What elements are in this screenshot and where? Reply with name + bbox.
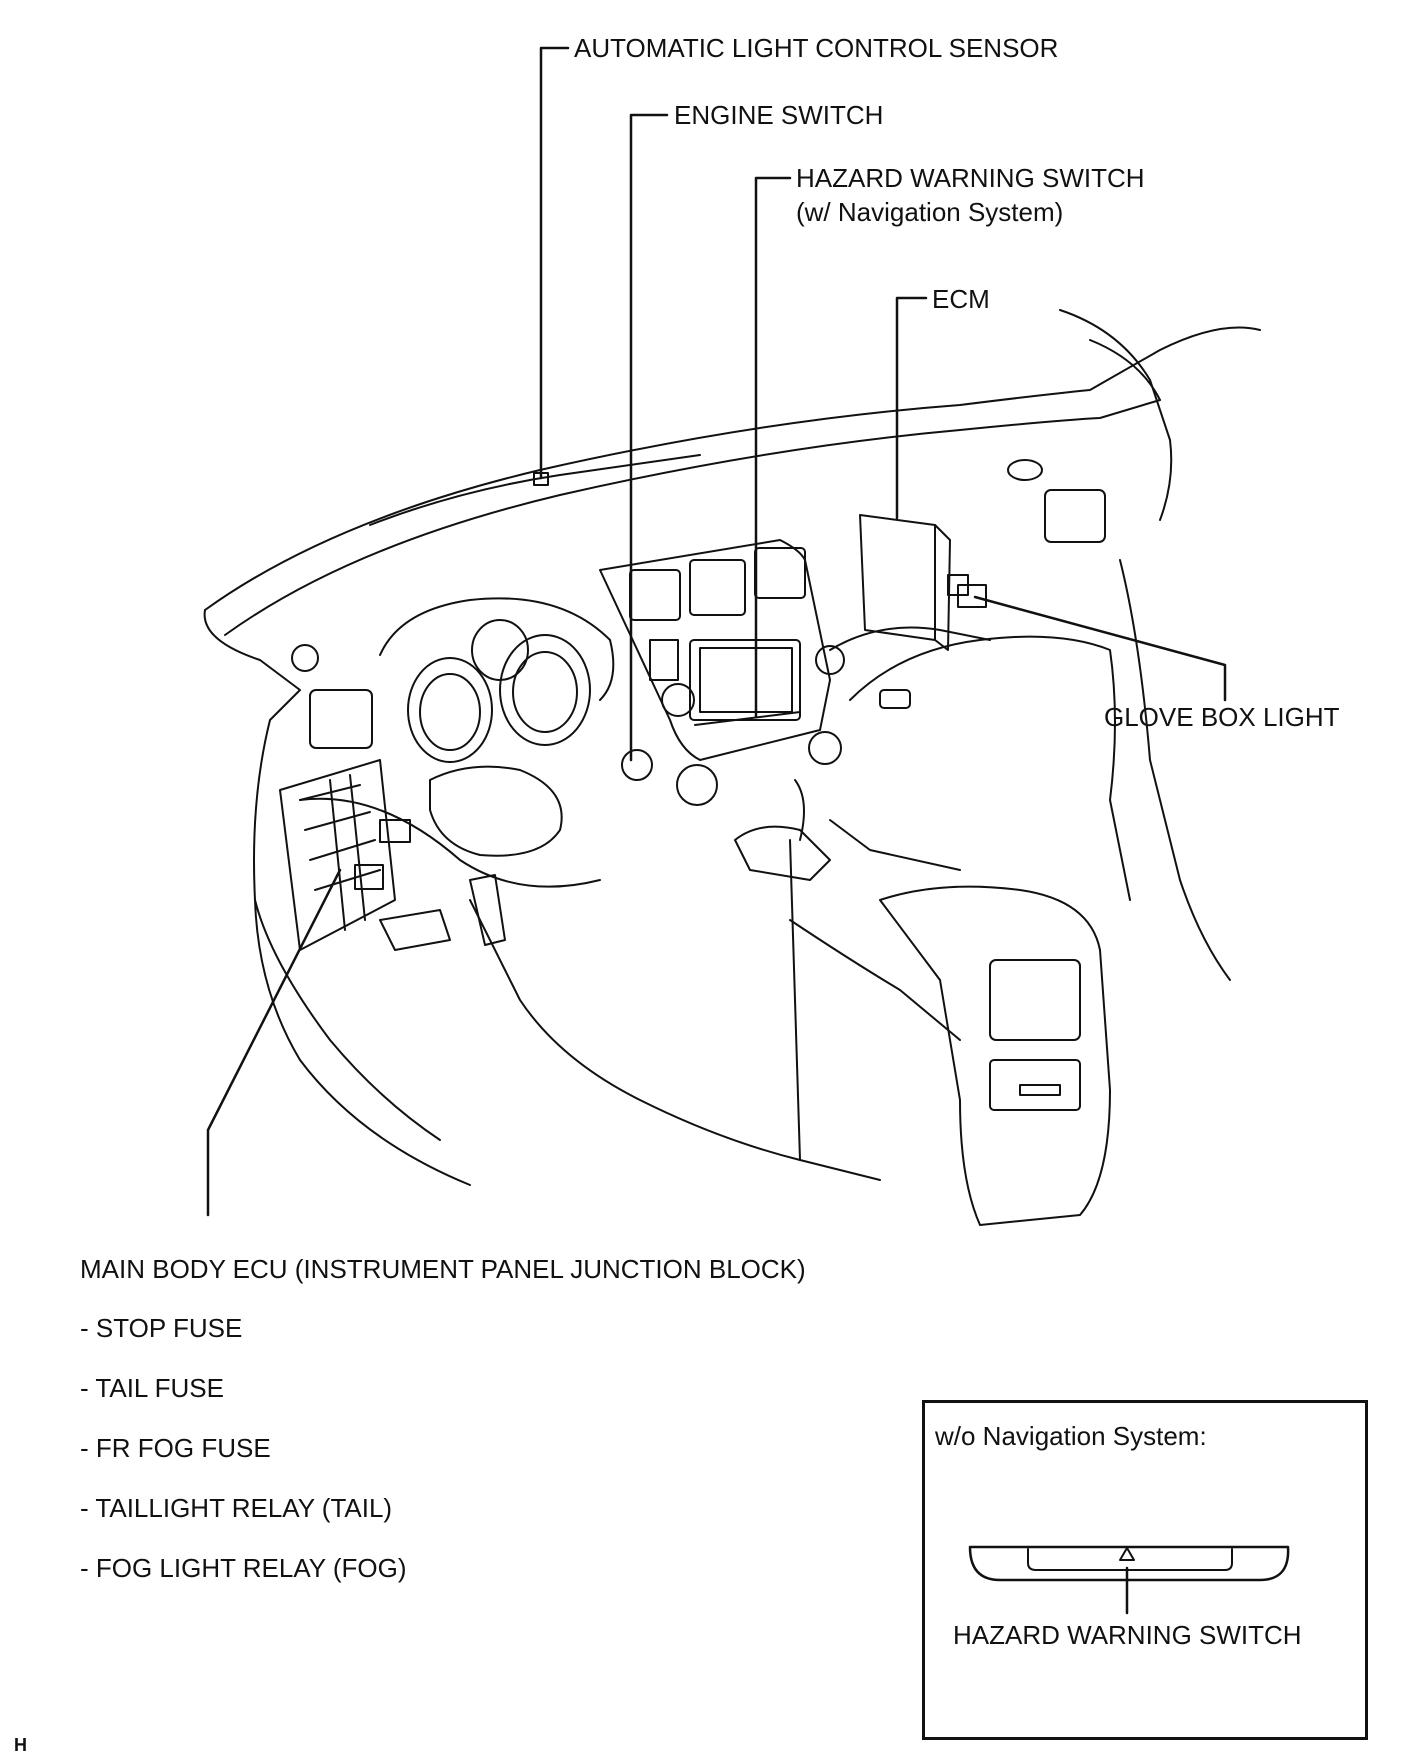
- glove-light-drawing: [957, 584, 987, 608]
- center-stack-drawing: [599, 539, 845, 806]
- glove-box-handle: [879, 689, 911, 709]
- inset-hazard-drawing: [968, 1545, 1290, 1615]
- callout-glove-box-light: GLOVE BOX LIGHT: [1104, 702, 1340, 732]
- ecu-item-list: - STOP FUSE - TAIL FUSE - FR FOG FUSE - …: [80, 1313, 407, 1613]
- passenger-door: [1119, 559, 1231, 981]
- gauge-right: [499, 634, 591, 746]
- ecu-item: - TAILLIGHT RELAY (TAIL): [80, 1493, 393, 1523]
- callout-ecm: ECM: [932, 284, 990, 314]
- console-drawing: [734, 779, 1111, 1226]
- leader-lines: [206, 46, 1227, 1217]
- gauge-left-inner: [419, 673, 481, 751]
- callout-engine-switch: ENGINE SWITCH: [674, 100, 884, 130]
- gauge-right-inner: [512, 651, 578, 733]
- inset-title: w/o Navigation System:: [935, 1421, 1207, 1451]
- door-panel-left: [254, 899, 441, 1141]
- dash-top-outline: [204, 326, 1261, 611]
- junction-block-drawing: [279, 759, 411, 951]
- pedals: [379, 874, 506, 951]
- steering-column: [429, 765, 563, 857]
- right-vent: [1044, 489, 1106, 543]
- a-pillar-right: [1059, 309, 1173, 521]
- glove-box: [829, 626, 991, 651]
- floor-left: [469, 899, 881, 1181]
- gauge-center: [471, 619, 529, 681]
- cluster-hood: [379, 597, 615, 701]
- ecu-item: - FOG LIGHT RELAY (FOG): [80, 1553, 407, 1583]
- callout-main-body-ecu: MAIN BODY ECU (INSTRUMENT PANEL JUNCTION…: [80, 1254, 806, 1284]
- corner-mark: H: [14, 1735, 27, 1755]
- a-pillar-right-2: [1089, 339, 1161, 401]
- lower-dash-left: [299, 797, 601, 888]
- left-vent: [309, 689, 373, 749]
- ecu-item: - STOP FUSE: [80, 1313, 243, 1343]
- ecu-item: - TAIL FUSE: [80, 1373, 224, 1403]
- inset-panel: w/o Navigation System: HAZARD WARNING SW…: [922, 1400, 1368, 1740]
- callout-auto-light-sensor: AUTOMATIC LIGHT CONTROL SENSOR: [574, 33, 1059, 63]
- dash-top-inner: [224, 399, 1161, 636]
- inset-hazard-label: HAZARD WARNING SWITCH: [953, 1620, 1302, 1650]
- callout-hazard-switch-nav: HAZARD WARNING SWITCH: [796, 163, 1145, 193]
- engine-switch-drawing: [621, 749, 653, 781]
- windshield-base: [369, 454, 701, 526]
- passenger-floor: [849, 635, 1131, 901]
- gauge-left: [407, 657, 493, 763]
- right-speaker: [1007, 459, 1043, 481]
- callout-hazard-switch-nav-note: (w/ Navigation System): [796, 197, 1064, 227]
- dash-left-edge: [203, 609, 471, 1186]
- ecm-drawing: [859, 514, 969, 651]
- ecu-item: - FR FOG FUSE: [80, 1433, 271, 1463]
- left-speaker: [291, 644, 319, 672]
